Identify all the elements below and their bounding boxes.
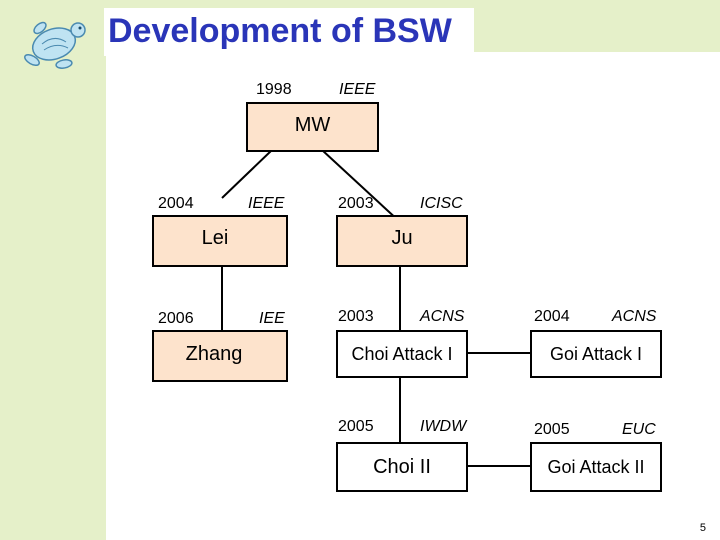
page-title: Development of BSW: [108, 12, 452, 50]
lei-year: 2004: [158, 195, 194, 212]
choi1-venue: ACNS: [420, 308, 465, 325]
edge-mw-lei: [221, 149, 273, 199]
node-lei: Lei: [152, 215, 288, 267]
node-ju-label: Ju: [391, 226, 413, 249]
node-lei-label: Lei: [201, 226, 229, 249]
turtle-icon: [24, 21, 86, 69]
zhang-venue: IEE: [259, 310, 285, 327]
choi1-year: 2003: [338, 308, 374, 325]
page-number: 5: [699, 522, 706, 534]
title-background: [104, 8, 474, 56]
node-ju: Ju: [336, 215, 468, 267]
goi2-year: 2005: [534, 421, 570, 438]
node-zhang: Zhang: [152, 330, 288, 382]
ju-venue: ICISC: [420, 195, 463, 212]
left-band: [0, 0, 106, 540]
node-choi-attack-1-label: Choi Attack I: [351, 343, 453, 364]
node-goi-attack-1: Goi Attack I: [530, 330, 662, 378]
node-goi-attack-2: Goi Attack II: [530, 442, 662, 492]
choi2-year: 2005: [338, 418, 374, 435]
node-choi-attack-1: Choi Attack I: [336, 330, 468, 378]
edge-mw-ju: [321, 149, 401, 223]
node-goi-attack-2-label: Goi Attack II: [547, 456, 645, 477]
node-mw: MW: [246, 102, 379, 152]
lei-venue: IEEE: [248, 195, 285, 212]
mw-year: 1998: [256, 81, 292, 98]
node-goi-attack-1-label: Goi Attack I: [549, 343, 643, 364]
goi1-venue: ACNS: [612, 308, 657, 325]
goi2-venue: EUC: [622, 421, 656, 438]
ju-year: 2003: [338, 195, 374, 212]
node-choi-2: Choi II: [336, 442, 468, 492]
node-mw-label: MW: [294, 113, 331, 136]
node-choi-2-label: Choi II: [373, 455, 431, 478]
mw-venue: IEEE: [339, 81, 376, 98]
zhang-year: 2006: [158, 310, 194, 327]
node-zhang-label: Zhang: [185, 342, 243, 365]
choi2-venue: IWDW: [420, 418, 467, 435]
goi1-year: 2004: [534, 308, 570, 325]
